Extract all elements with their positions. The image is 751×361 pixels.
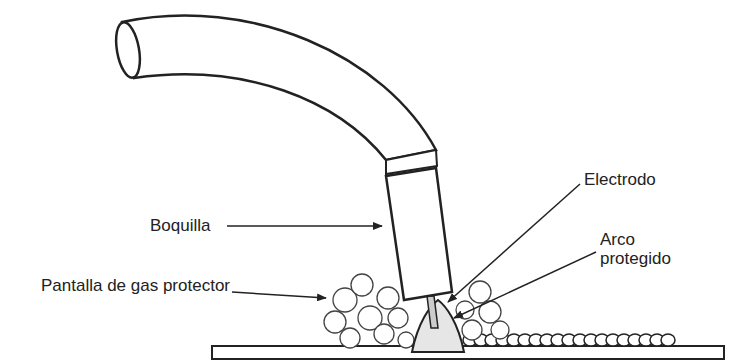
nozzle [386,168,452,300]
electrode [427,296,438,328]
part-label: Pantalla de gas protector [40,276,230,295]
leader-lines [227,184,596,318]
torch-tube [122,16,436,160]
part-label: Boquilla [150,216,230,235]
part-label: Arco protegido [600,230,710,268]
part-label: Electrodo [584,170,684,189]
base-plate [212,346,724,359]
tube-end [112,21,143,80]
